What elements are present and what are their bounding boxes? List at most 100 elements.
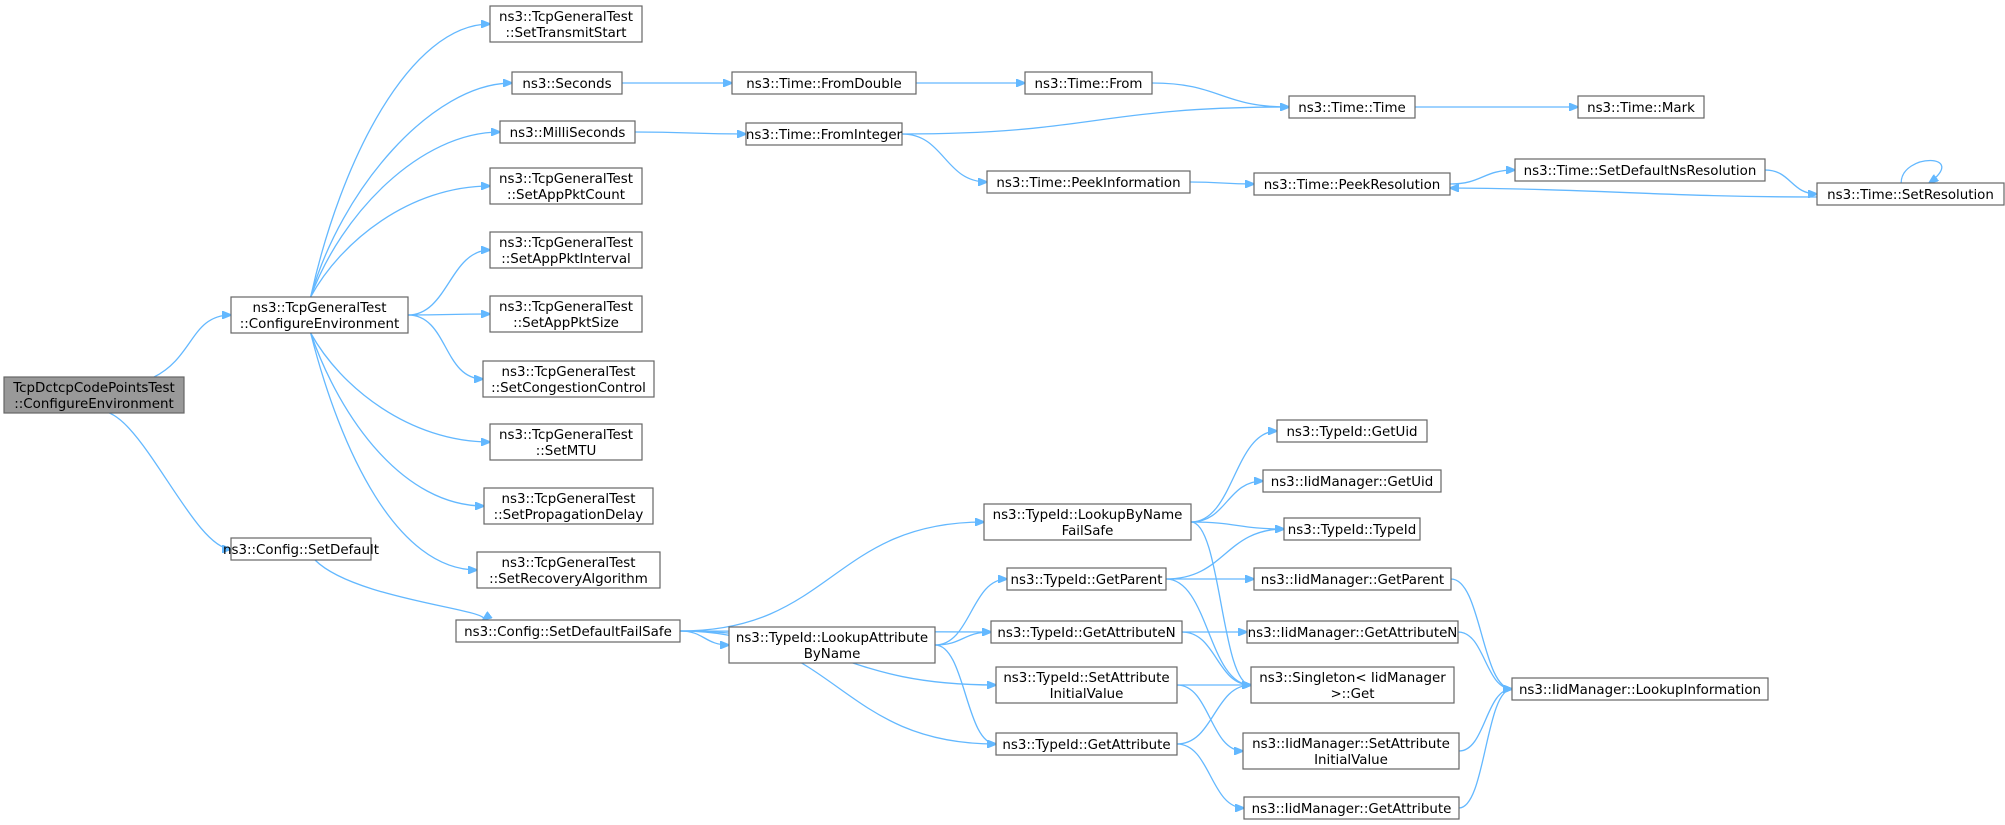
node-getattr[interactable]: ns3::TypeId::GetAttribute	[995, 732, 1178, 756]
node-label: InitialValue	[1050, 687, 1124, 702]
node-box	[995, 666, 1178, 704]
node-fromdouble[interactable]: ns3::Time::FromDouble	[731, 71, 917, 95]
node-seconds[interactable]: ns3::Seconds	[511, 71, 623, 95]
node-congctl[interactable]: ns3::TcpGeneralTest::SetCongestionContro…	[482, 360, 655, 398]
edge-setattrinit-to-iid_setattr	[1176, 684, 1243, 751]
node-box	[230, 537, 372, 561]
edge-root-to-tgt_conf	[153, 315, 231, 378]
node-box	[1262, 469, 1442, 493]
node-box	[1253, 172, 1451, 196]
node-label: >::Get	[1330, 687, 1374, 702]
node-peekres[interactable]: ns3::Time::PeekResolution	[1253, 172, 1451, 196]
node-tgt_conf[interactable]: ns3::TcpGeneralTest::ConfigureEnvironmen…	[230, 296, 409, 334]
node-iid_getattr[interactable]: ns3::IidManager::GetAttribute	[1243, 796, 1460, 820]
node-mtu[interactable]: ns3::TcpGeneralTest::SetMTU	[489, 423, 643, 461]
node-getuid[interactable]: ns3::TypeId::GetUid	[1276, 419, 1428, 443]
nodes-layer: TcpDctcpCodePointsTest::ConfigureEnviron…	[3, 5, 2005, 820]
node-label: ns3::TcpGeneralTest	[499, 300, 633, 315]
edge-tgt_conf-to-congctl	[407, 314, 483, 379]
node-iid_getuid[interactable]: ns3::IidManager::GetUid	[1262, 469, 1442, 493]
node-box	[489, 5, 643, 43]
node-time[interactable]: ns3::Time::Time	[1288, 95, 1416, 119]
node-peekinfo[interactable]: ns3::Time::PeekInformation	[986, 170, 1191, 194]
node-box	[728, 626, 936, 664]
node-millis[interactable]: ns3::MilliSeconds	[499, 120, 636, 144]
node-label: ns3::IidManager::GetAttribute	[1252, 802, 1452, 817]
node-box	[483, 487, 654, 525]
node-label: ByName	[804, 647, 861, 662]
node-setres[interactable]: ns3::Time::SetResolution	[1816, 182, 2005, 206]
node-pktcount[interactable]: ns3::TcpGeneralTest::SetAppPktCount	[489, 167, 643, 205]
node-box	[1577, 95, 1705, 119]
node-label: ns3::TypeId::GetAttribute	[1002, 738, 1170, 753]
node-label: ns3::TypeId::LookupByName	[993, 508, 1183, 523]
edge-peekres-to-setdefns	[1449, 170, 1515, 185]
node-propdel[interactable]: ns3::TcpGeneralTest::SetPropagationDelay	[483, 487, 654, 525]
node-box	[3, 376, 185, 414]
node-box	[511, 71, 623, 95]
node-label: ns3::Singleton< IidManager	[1259, 671, 1446, 686]
node-label: ::ConfigureEnvironment	[240, 317, 399, 332]
node-from[interactable]: ns3::Time::From	[1024, 71, 1153, 95]
node-label: ns3::TcpGeneralTest	[499, 10, 633, 25]
edge-lookupattr-to-getattr	[934, 644, 996, 744]
node-label: ns3::TypeId::GetUid	[1286, 425, 1417, 440]
node-pktint[interactable]: ns3::TcpGeneralTest::SetAppPktInterval	[489, 231, 643, 269]
node-iid_lookup[interactable]: ns3::IidManager::LookupInformation	[1511, 677, 1769, 701]
node-label: ns3::IidManager::GetUid	[1271, 475, 1434, 490]
node-label: ns3::Time::SetResolution	[1827, 188, 1994, 203]
node-label: ns3::IidManager::SetAttribute	[1252, 737, 1450, 752]
edge-tgt_conf-to-set_tx	[310, 24, 490, 298]
node-getparent[interactable]: ns3::TypeId::GetParent	[1006, 567, 1167, 591]
edge-setres-to-peekres	[1450, 188, 1818, 198]
edge-setres-to-setres	[1900, 159, 1943, 184]
node-typeid[interactable]: ns3::TypeId::TypeId	[1283, 517, 1421, 541]
edge-setdefns-to-setres	[1764, 169, 1817, 194]
node-box	[1246, 620, 1459, 644]
edge-tgt_conf-to-propdel	[310, 332, 484, 506]
node-getattrn[interactable]: ns3::TypeId::GetAttributeN	[990, 620, 1183, 644]
node-box	[476, 551, 661, 589]
edge-cfg_setdef-to-failsafe	[314, 559, 484, 620]
edge-root-to-cfg_setdef	[93, 410, 231, 549]
edge-from-to-time	[1151, 82, 1289, 107]
edge-fromint-to-time	[901, 107, 1289, 135]
node-iid_getattrn[interactable]: ns3::IidManager::GetAttributeN	[1246, 620, 1459, 644]
node-box	[1250, 666, 1455, 704]
node-recalg[interactable]: ns3::TcpGeneralTest::SetRecoveryAlgorith…	[476, 551, 661, 589]
node-box	[499, 120, 636, 144]
node-label: ::SetCongestionControl	[491, 381, 646, 396]
node-iid_getparent[interactable]: ns3::IidManager::GetParent	[1253, 567, 1452, 591]
node-label: ns3::Time::FromInteger	[746, 128, 903, 143]
node-label: ::SetAppPktCount	[507, 188, 625, 203]
node-mark[interactable]: ns3::Time::Mark	[1577, 95, 1705, 119]
node-label: ns3::Config::SetDefaultFailSafe	[464, 625, 672, 640]
node-cfg_setdef[interactable]: ns3::Config::SetDefault	[223, 537, 379, 561]
node-failsafe[interactable]: ns3::Config::SetDefaultFailSafe	[455, 619, 681, 643]
node-singleton[interactable]: ns3::Singleton< IidManager>::Get	[1250, 666, 1455, 704]
node-label: ns3::TcpGeneralTest	[499, 428, 633, 443]
edge-iid_getattrn-to-iid_lookup	[1457, 631, 1512, 689]
edges-layer	[93, 24, 1943, 808]
node-label: ns3::TcpGeneralTest	[502, 492, 636, 507]
node-label: ns3::TcpGeneralTest	[499, 236, 633, 251]
edge-tgt_conf-to-millis	[310, 132, 500, 298]
edge-lookupattr-to-getattrn	[934, 632, 991, 646]
node-box	[986, 170, 1191, 194]
node-box	[1511, 677, 1769, 701]
node-iid_setattr[interactable]: ns3::IidManager::SetAttributeInitialValu…	[1242, 732, 1460, 770]
node-pktsize[interactable]: ns3::TcpGeneralTest::SetAppPktSize	[489, 295, 643, 333]
node-box	[455, 619, 681, 643]
node-root[interactable]: TcpDctcpCodePointsTest::ConfigureEnviron…	[3, 376, 185, 414]
node-label: ns3::Time::Mark	[1587, 101, 1695, 116]
edge-getparent-to-typeid	[1165, 529, 1284, 580]
node-fromint[interactable]: ns3::Time::FromInteger	[745, 122, 903, 146]
node-label: ::SetRecoveryAlgorithm	[489, 572, 648, 587]
node-label: ns3::TypeId::GetAttributeN	[997, 626, 1175, 641]
node-label: ns3::Seconds	[522, 77, 611, 92]
node-setdefns[interactable]: ns3::Time::SetDefaultNsResolution	[1514, 158, 1766, 182]
node-set_tx[interactable]: ns3::TcpGeneralTest::SetTransmitStart	[489, 5, 643, 43]
